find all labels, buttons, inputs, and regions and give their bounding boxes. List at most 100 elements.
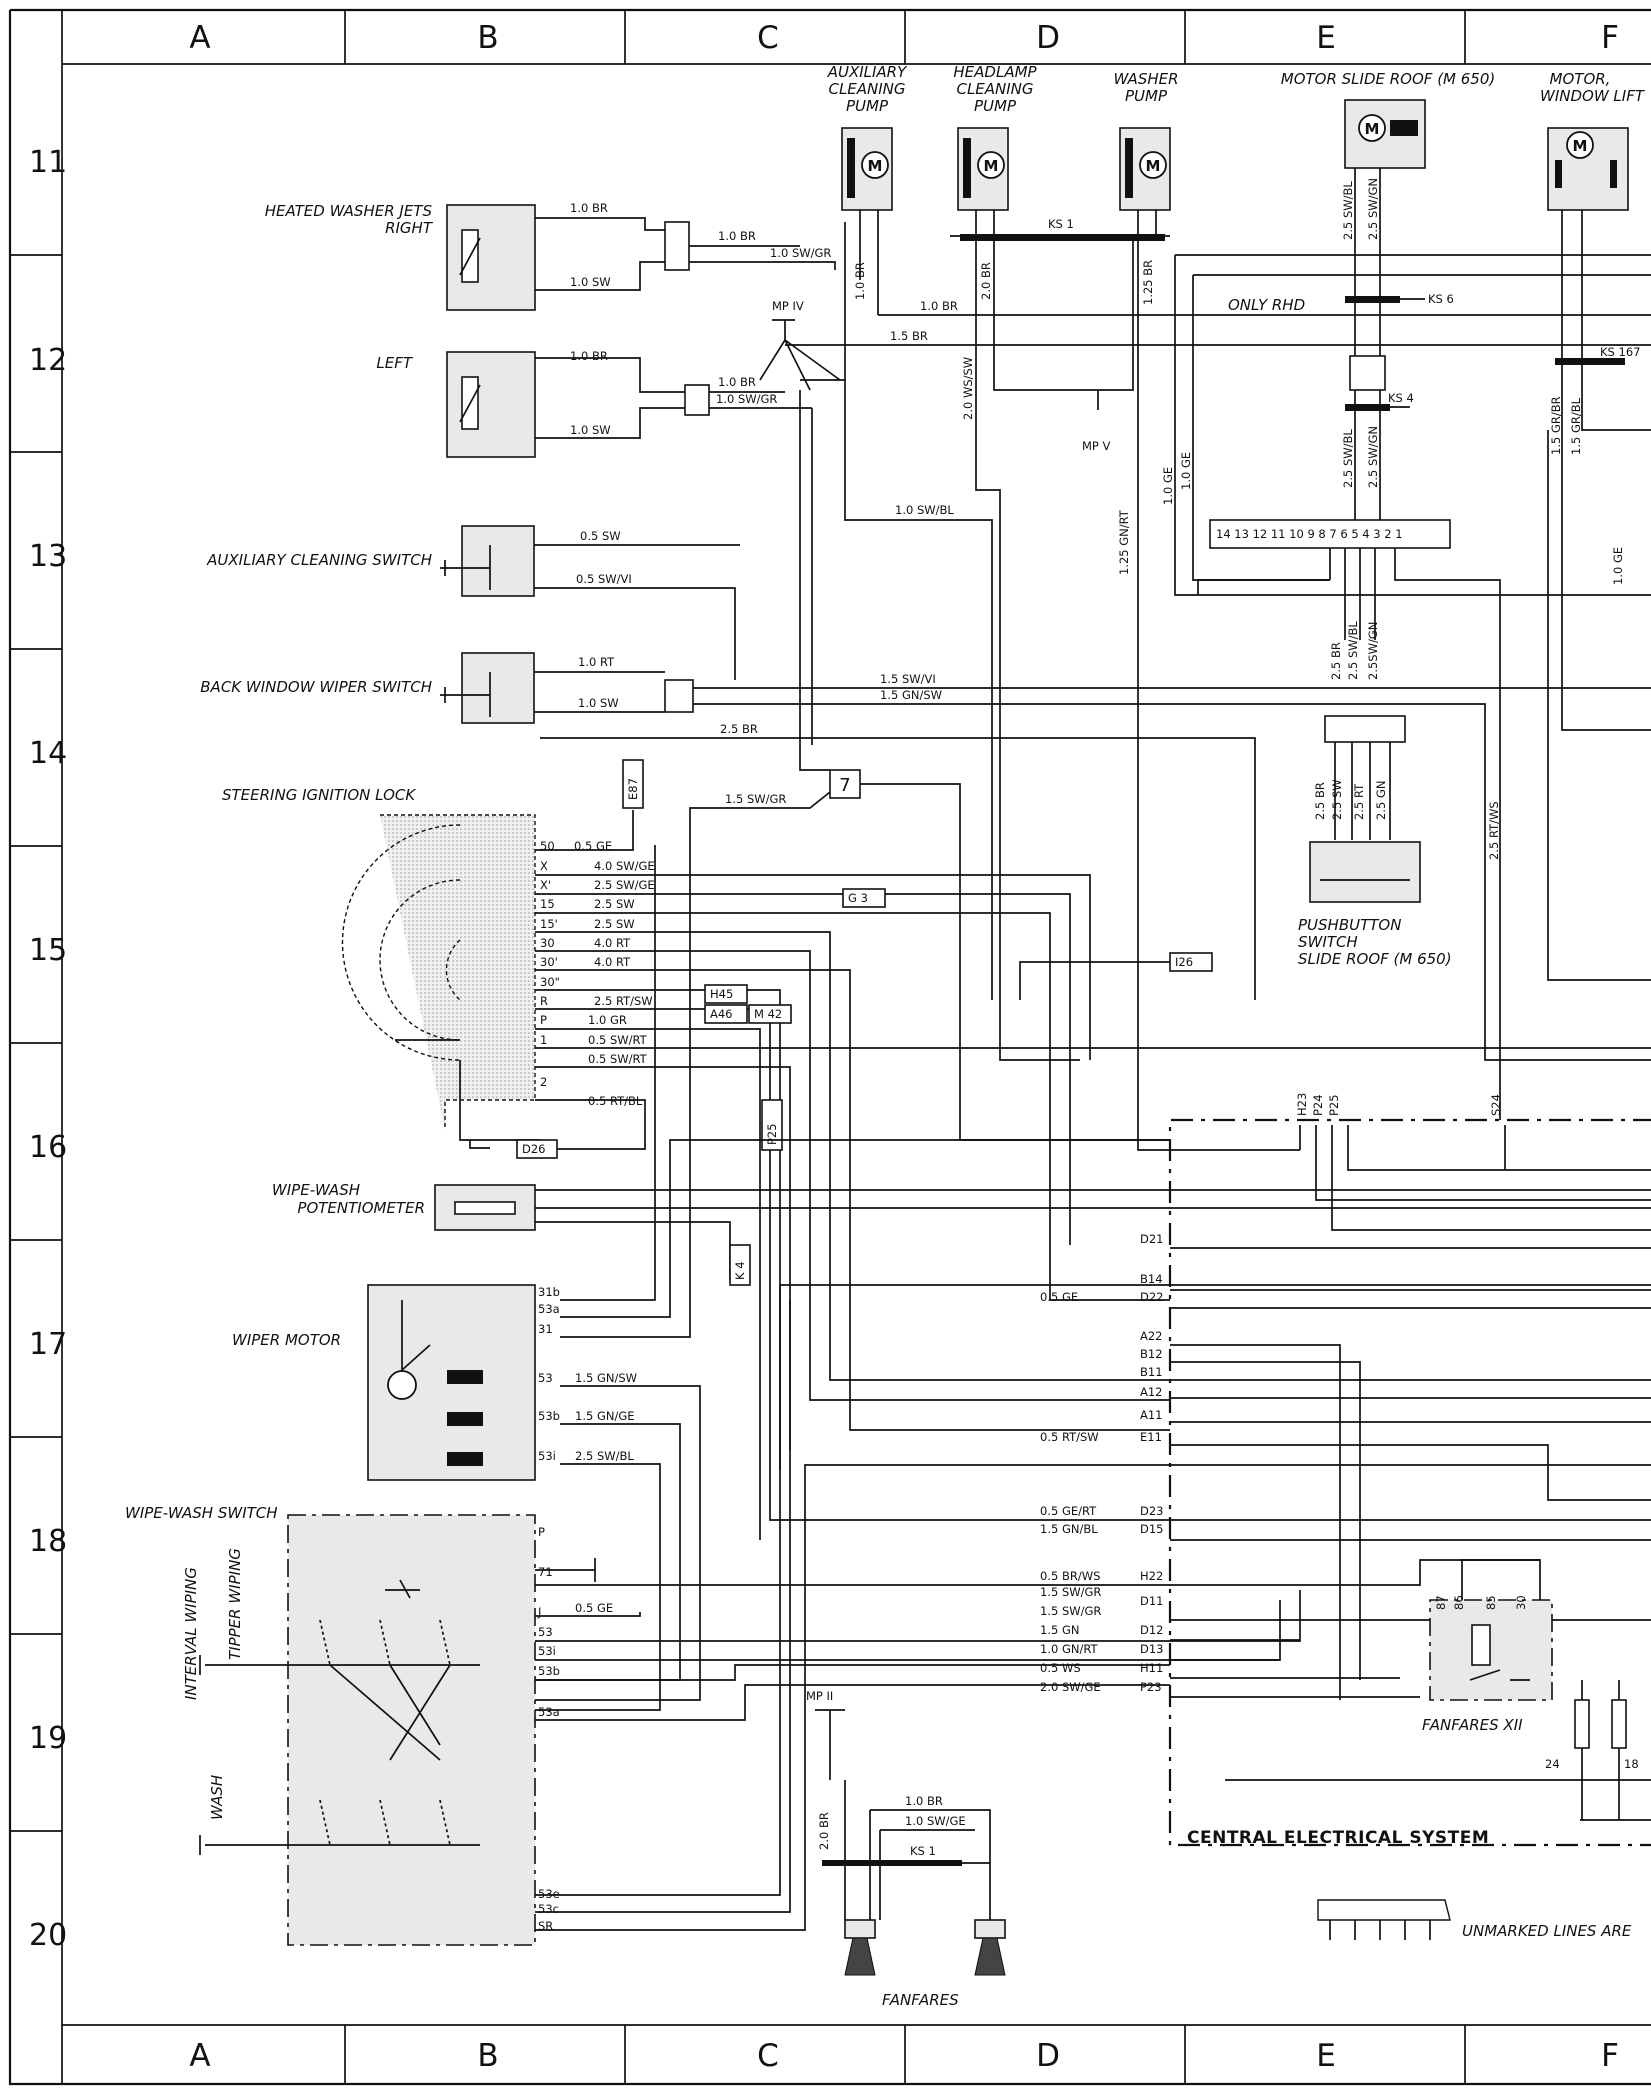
svg-text:D22: D22	[1140, 1290, 1164, 1304]
svg-text:E87: E87	[626, 778, 640, 800]
svg-text:WASH: WASH	[208, 1775, 226, 1820]
svg-text:SWITCH: SWITCH	[1298, 933, 1358, 951]
svg-text:WIPE-WASH: WIPE-WASH	[272, 1181, 360, 1199]
svg-text:0.5 RT/BL: 0.5 RT/BL	[588, 1094, 643, 1108]
svg-text:2.5SW/GN: 2.5SW/GN	[1366, 622, 1380, 680]
svg-text:1.0 SW/BL: 1.0 SW/BL	[895, 503, 954, 517]
svg-text:SLIDE ROOF (M 650): SLIDE ROOF (M 650)	[1298, 950, 1452, 968]
svg-text:PUMP: PUMP	[974, 97, 1017, 115]
svg-text:INTERVAL WIPING: INTERVAL WIPING	[182, 1567, 200, 1700]
svg-text:MP II: MP II	[806, 1689, 833, 1703]
svg-text:2.5 SW: 2.5 SW	[594, 897, 635, 911]
svg-text:31: 31	[538, 1322, 553, 1336]
svg-text:KS 4: KS 4	[1388, 391, 1414, 405]
svg-text:2.5 SW/BL: 2.5 SW/BL	[575, 1449, 634, 1463]
svg-text:P24: P24	[1311, 1094, 1325, 1116]
svg-text:1.5 GN/BL: 1.5 GN/BL	[1040, 1522, 1098, 1536]
headlamp-cleaning-pump: HEADLAMP CLEANING PUMP M	[953, 63, 1038, 240]
svg-text:2.0 BR: 2.0 BR	[979, 262, 993, 300]
svg-text:53i: 53i	[538, 1449, 556, 1463]
svg-text:0.5 SW/VI: 0.5 SW/VI	[576, 572, 632, 586]
svg-text:53b: 53b	[538, 1409, 560, 1423]
svg-text:HEATED WASHER JETS: HEATED WASHER JETS	[265, 202, 433, 220]
svg-text:1.5 GN/SW: 1.5 GN/SW	[575, 1371, 637, 1385]
svg-text:BACK WINDOW WIPER SWITCH: BACK WINDOW WIPER SWITCH	[200, 678, 432, 696]
svg-text:30': 30'	[540, 955, 558, 969]
col-b: B	[477, 20, 498, 56]
trunk-wiring: 1.0 BR 1.0 BR 1.5 BR 2.0 BR 1.25 BR MP V…	[785, 222, 1651, 1151]
svg-text:0.5 BR/WS: 0.5 BR/WS	[1040, 1569, 1100, 1583]
col-d: D	[1036, 20, 1060, 56]
row-13: 13	[29, 539, 67, 574]
svg-text:M: M	[984, 157, 999, 175]
column-headers-top: A B C D E F	[189, 20, 1619, 56]
svg-text:30": 30"	[540, 975, 560, 989]
svg-text:MOTOR SLIDE ROOF (M 650): MOTOR SLIDE ROOF (M 650)	[1281, 70, 1495, 88]
svg-text:4.0 SW/GE: 4.0 SW/GE	[594, 859, 655, 873]
svg-text:KS 1: KS 1	[910, 1844, 936, 1858]
svg-text:1.5 SW/GR: 1.5 SW/GR	[1040, 1604, 1101, 1618]
svg-text:30: 30	[1514, 1595, 1528, 1610]
svg-text:1.5 BR: 1.5 BR	[890, 329, 928, 343]
col-c-bottom: C	[757, 2038, 779, 2074]
svg-text:KS 1: KS 1	[1048, 217, 1074, 231]
col-b-bottom: B	[477, 2038, 498, 2074]
svg-text:B14: B14	[1140, 1272, 1163, 1286]
svg-text:MP IV: MP IV	[772, 299, 804, 313]
row-20: 20	[29, 1918, 67, 1953]
svg-text:HEADLAMP: HEADLAMP	[953, 63, 1037, 81]
row-11: 11	[29, 145, 67, 180]
svg-text:1.0 BR: 1.0 BR	[718, 229, 756, 243]
svg-text:1.0 SW/GR: 1.0 SW/GR	[770, 246, 831, 260]
svg-text:2.5 SW/BL: 2.5 SW/BL	[1346, 621, 1360, 680]
svg-text:2.0 WS/SW: 2.0 WS/SW	[961, 357, 975, 420]
svg-text:1.0 GE: 1.0 GE	[1611, 547, 1625, 585]
svg-text:D21: D21	[1140, 1232, 1164, 1246]
svg-text:PUMP: PUMP	[1125, 87, 1168, 105]
svg-text:2.5 GN: 2.5 GN	[1374, 781, 1388, 820]
row-19: 19	[29, 1721, 67, 1756]
svg-text:FANFARES XII: FANFARES XII	[1422, 1716, 1523, 1734]
svg-text:1.25 GN/RT: 1.25 GN/RT	[1117, 509, 1131, 575]
jets-wiring: 1.0 BR 1.0 SW 1.0 BR 1.0 SW 1.0 BR 1.0 S…	[535, 201, 836, 439]
wipe-wash-potentiometer: WIPE-WASH POTENTIOMETER K 4	[272, 1181, 1651, 1286]
svg-text:14 13 12 11 10 9 8 7 6 5 4 3 2: 14 13 12 11 10 9 8 7 6 5 4 3 2 1	[1216, 527, 1403, 541]
svg-text:P23: P23	[1140, 1680, 1162, 1694]
col-a: A	[189, 20, 210, 56]
svg-text:87: 87	[1434, 1595, 1448, 1610]
svg-text:53e: 53e	[538, 1887, 560, 1901]
svg-text:53: 53	[538, 1625, 553, 1639]
svg-text:MP V: MP V	[1082, 439, 1111, 453]
svg-text:53c: 53c	[538, 1902, 559, 1916]
svg-text:ONLY RHD: ONLY RHD	[1228, 296, 1305, 314]
unmarked-lines-legend: UNMARKED LINES ARE	[1317, 1899, 1632, 1940]
svg-text:X': X'	[540, 878, 551, 892]
svg-text:2.5 RT/SW: 2.5 RT/SW	[594, 994, 653, 1008]
svg-text:D12: D12	[1140, 1623, 1164, 1637]
motor-icon	[387, 1370, 417, 1400]
col-e: E	[1316, 20, 1336, 56]
svg-text:M: M	[1573, 137, 1588, 155]
svg-text:2.0 SW/GE: 2.0 SW/GE	[1040, 1680, 1101, 1694]
svg-text:STEERING IGNITION LOCK: STEERING IGNITION LOCK	[222, 786, 416, 804]
svg-text:2.5 SW: 2.5 SW	[1330, 779, 1344, 820]
svg-text:POTENTIOMETER: POTENTIOMETER	[297, 1199, 425, 1217]
svg-text:G 3: G 3	[848, 891, 868, 905]
svg-text:B12: B12	[1140, 1347, 1163, 1361]
svg-text:86: 86	[1452, 1595, 1466, 1610]
svg-text:50: 50	[540, 839, 555, 853]
svg-text:B11: B11	[1140, 1365, 1163, 1379]
svg-text:CLEANING: CLEANING	[956, 80, 1033, 98]
svg-text:K 4: K 4	[733, 1261, 747, 1280]
svg-text:1.0 SW/GE: 1.0 SW/GE	[905, 1814, 966, 1828]
motor-icon	[1358, 114, 1386, 142]
svg-text:E11: E11	[1140, 1430, 1162, 1444]
pushbutton-switch: 2.5 BR 2.5 SW/BL 2.5SW/GN 2.5 BR 2.5 SW …	[1298, 621, 1501, 1120]
svg-text:1.0 SW: 1.0 SW	[570, 423, 611, 437]
connector-14pin: 14 13 12 11 10 9 8 7 6 5 4 3 2 1	[1197, 519, 1501, 700]
svg-text:24: 24	[1545, 1757, 1560, 1771]
svg-text:I26: I26	[1175, 955, 1193, 969]
svg-text:0.5 GE: 0.5 GE	[1040, 1290, 1078, 1304]
svg-text:0.5 GE/RT: 0.5 GE/RT	[1040, 1504, 1097, 1518]
svg-text:2: 2	[540, 1075, 547, 1089]
